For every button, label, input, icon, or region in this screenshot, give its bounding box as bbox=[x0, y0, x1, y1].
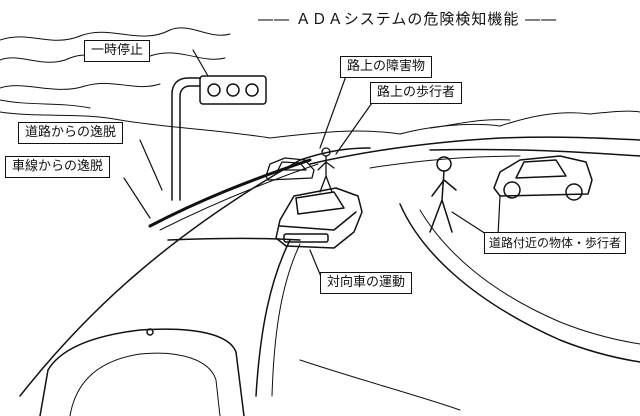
label-stop: 一時停止 bbox=[84, 40, 151, 62]
distant-car bbox=[265, 157, 315, 181]
mountains bbox=[0, 27, 640, 139]
road bbox=[19, 136, 640, 411]
roadside-car bbox=[493, 155, 593, 201]
label-oncoming-vehicle: 対向車の運動 bbox=[320, 272, 413, 294]
leader-roadside-1 bbox=[451, 211, 487, 235]
leader-stop bbox=[192, 49, 209, 77]
label-lane-departure: 車線からの逸脱 bbox=[5, 156, 111, 178]
oncoming-car bbox=[275, 187, 363, 249]
diagram-title: ―― ＡＤＡシステムの危険検知機能 ―― bbox=[258, 10, 558, 28]
label-obstacle: 路上の障害物 bbox=[340, 56, 433, 78]
leader-lane-departure bbox=[123, 177, 151, 219]
label-pedestrian: 路上の歩行者 bbox=[370, 82, 463, 104]
pedestrian-on-road bbox=[317, 147, 335, 193]
label-road-departure: 道路からの逸脱 bbox=[18, 122, 124, 144]
leader-pedestrian bbox=[335, 99, 375, 155]
leader-obstacle bbox=[319, 75, 347, 149]
label-roadside-objects: 道路付近の物体・歩行者 bbox=[484, 232, 627, 254]
leader-road-departure bbox=[139, 139, 163, 191]
leader-roadside-2 bbox=[497, 195, 501, 237]
roadside-pedestrian bbox=[429, 156, 457, 233]
traffic-signal bbox=[171, 75, 267, 201]
own-car-hood bbox=[39, 328, 245, 416]
